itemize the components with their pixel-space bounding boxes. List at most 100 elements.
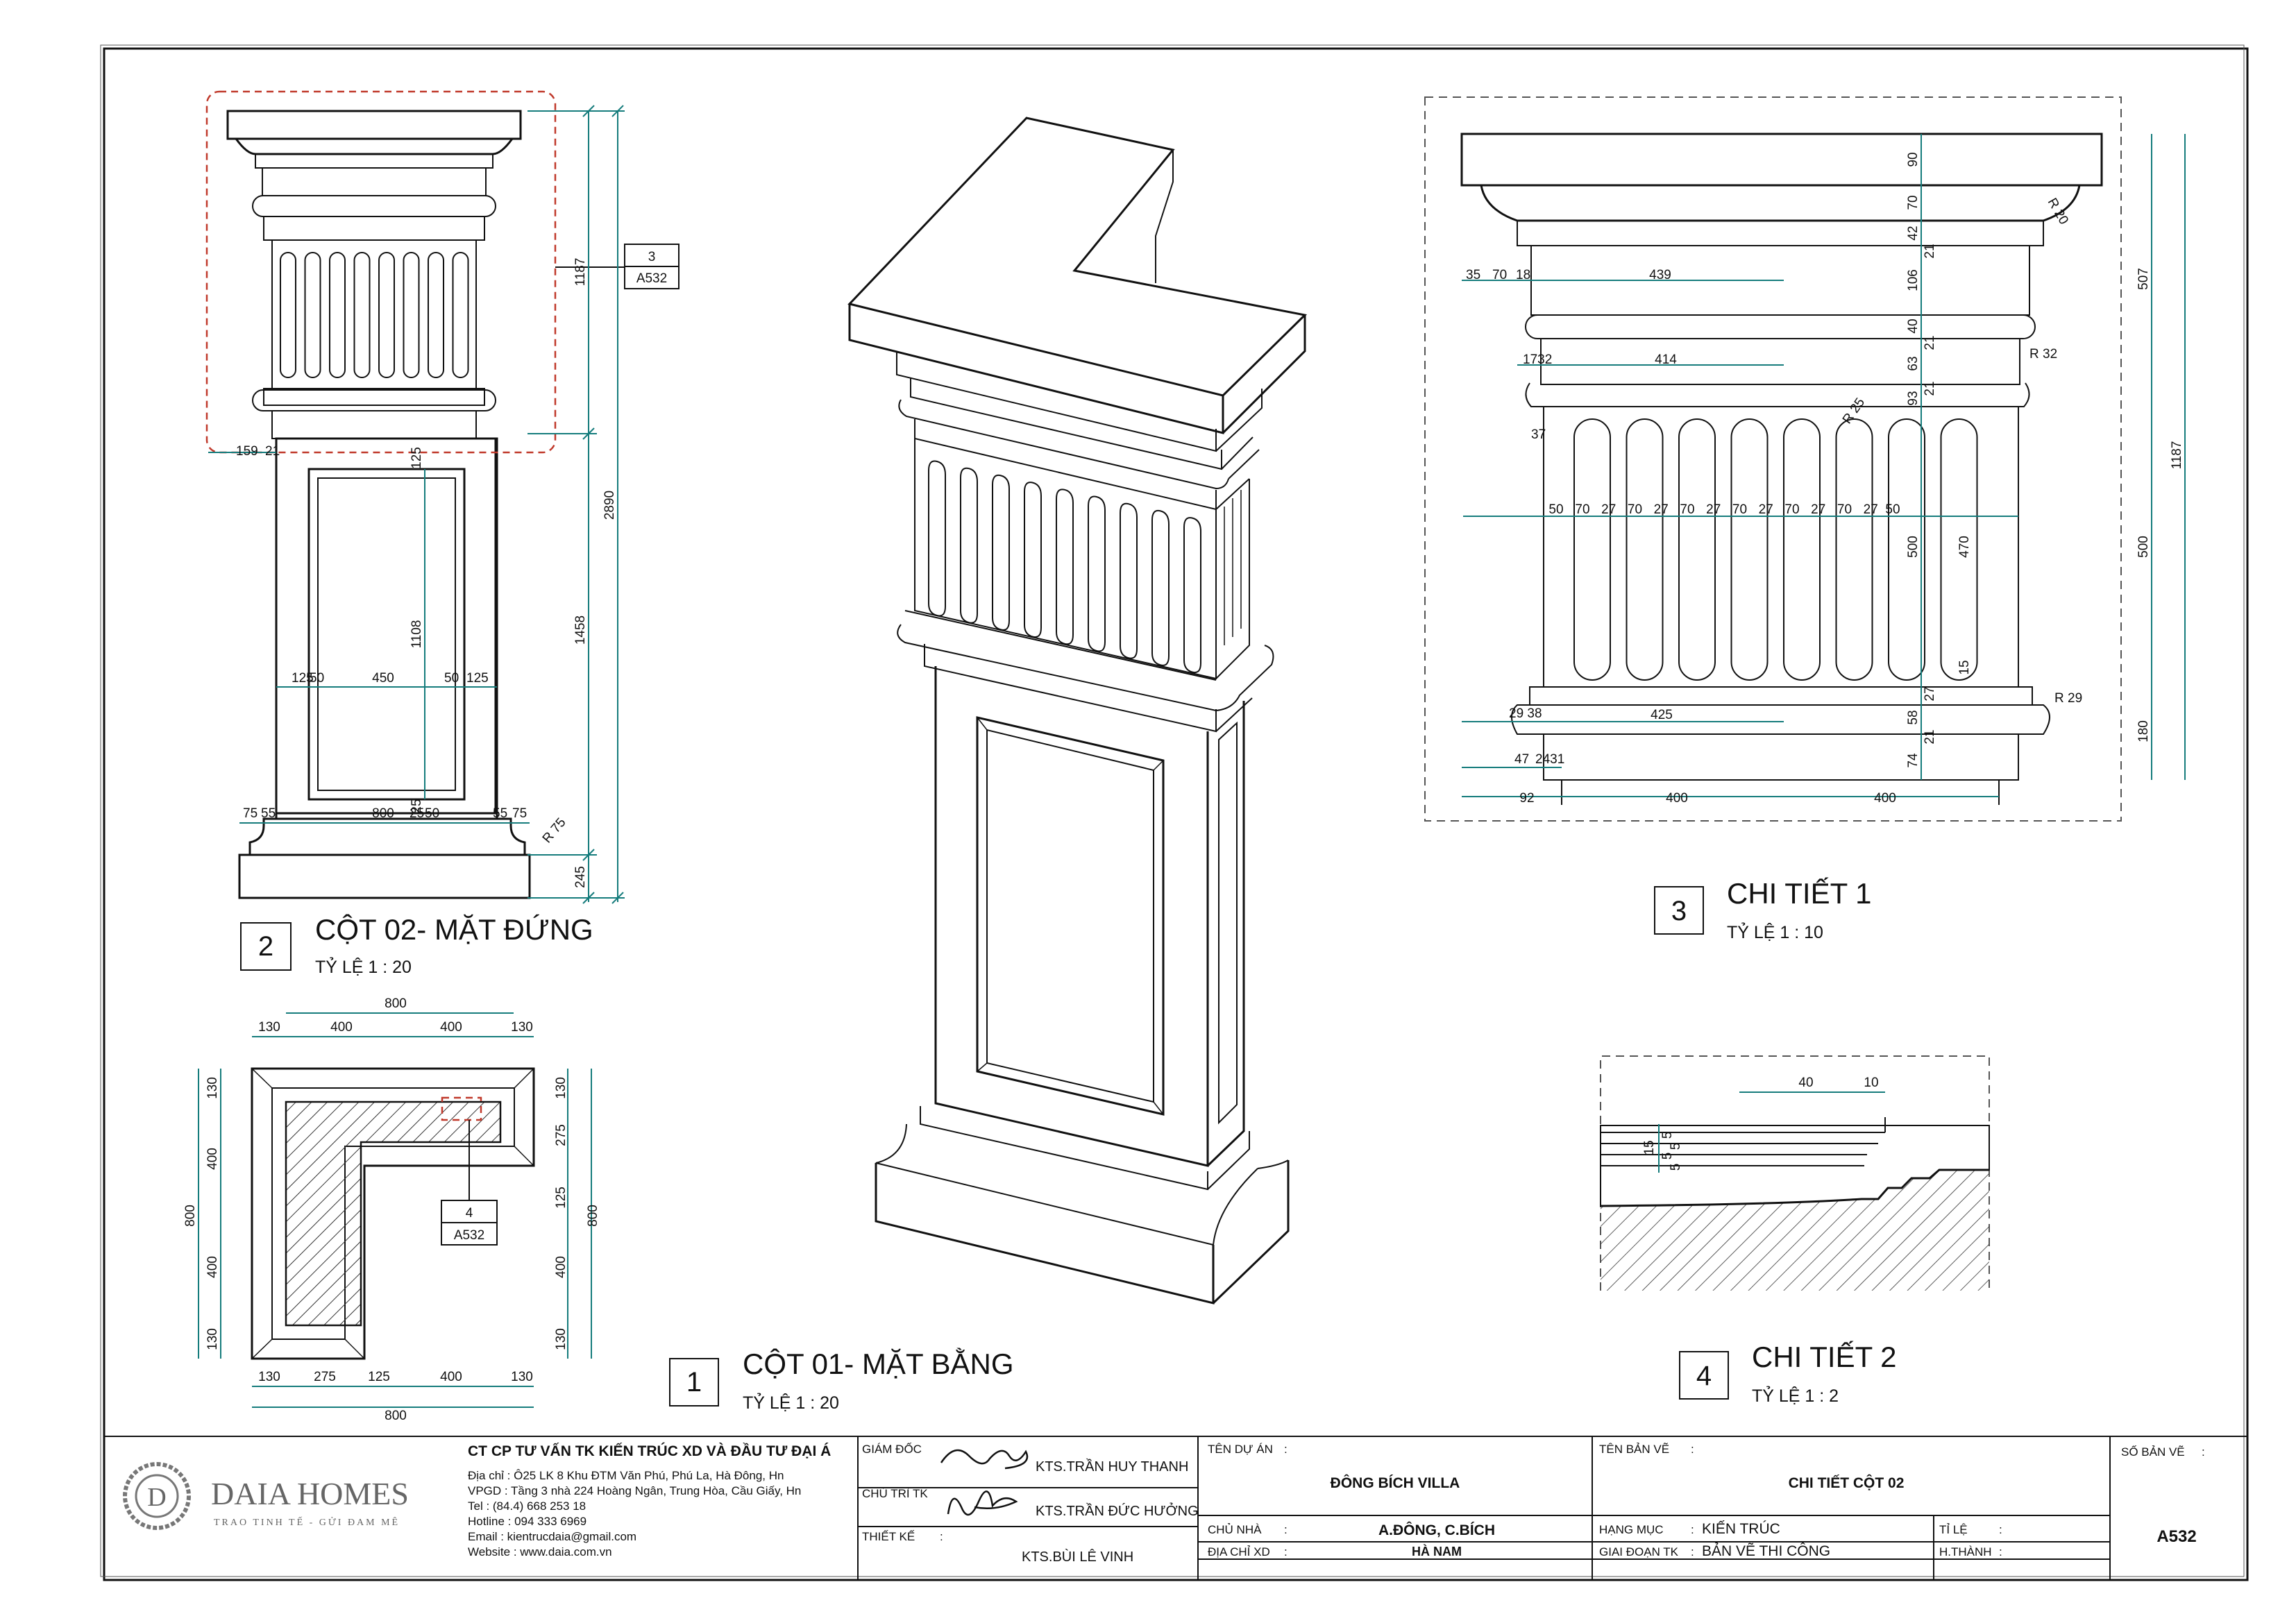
column-plan-view: 4 A532 800 130 400 400 130 130 275 125 4… <box>183 996 1014 1423</box>
view-title: CỘT 02- MẶT ĐỨNG <box>315 913 593 946</box>
dim-text: 21 <box>1923 729 1937 744</box>
flute <box>1835 418 1873 681</box>
dim-text: 55 <box>261 806 276 821</box>
dim-text: 10 <box>1864 1076 1878 1090</box>
dim-text: 93 <box>1906 391 1921 405</box>
dim-text: R 75 <box>540 815 569 846</box>
view-scale: TỶ LỆ 1 : 20 <box>315 956 412 977</box>
dim-text: 74 <box>1906 753 1921 768</box>
dim-text: 42 <box>1906 226 1921 240</box>
flute <box>1626 418 1664 681</box>
dim-text: 400 <box>205 1256 220 1278</box>
dim-text: 27 <box>1864 502 1878 517</box>
dim-text: 25 <box>410 799 424 813</box>
dim-text: 27 <box>1706 502 1721 517</box>
dim-text: 37 <box>1531 427 1546 442</box>
flute <box>1940 418 1978 681</box>
dim-text: 1187 <box>2170 441 2184 470</box>
dim-text: 125 <box>368 1370 390 1384</box>
dim-text: 130 <box>554 1077 568 1099</box>
lead-signature <box>947 1490 1018 1516</box>
dim-text: 55 <box>493 806 507 821</box>
scale-label: TỈ LỆ <box>1939 1523 1968 1536</box>
callout-sheet: A532 <box>636 271 667 286</box>
view-title: CHI TIẾT 2 <box>1752 1341 1897 1373</box>
dim-text: 425 <box>1651 708 1673 722</box>
dim-text: 1458 <box>573 615 588 645</box>
logo-emblem <box>123 1462 191 1530</box>
dim-text: 27 <box>1759 502 1773 517</box>
dim-text: 35 <box>1466 268 1480 282</box>
dim-text: 130 <box>258 1020 280 1035</box>
director-label: GIÁM ĐỐC <box>862 1442 922 1456</box>
view-number-box <box>1679 1351 1729 1400</box>
flute <box>452 252 469 378</box>
dim-text: 400 <box>440 1370 462 1384</box>
dim-text: 800 <box>372 806 394 821</box>
dim-text: 130 <box>511 1370 533 1384</box>
dim-text: 5 <box>1669 1164 1683 1171</box>
drawing-label: TÊN BẢN VẼ <box>1599 1443 1669 1456</box>
dim-text: 275 <box>554 1124 568 1146</box>
dim-text: 90 <box>1906 152 1921 167</box>
dim-text: 400 <box>330 1020 353 1035</box>
dim-text: 245 <box>573 866 588 888</box>
dim-text: 70 <box>1784 502 1799 517</box>
dim-text: 40 <box>1798 1076 1813 1090</box>
flute <box>1088 495 1106 652</box>
dim-text: 130 <box>258 1370 280 1384</box>
designer-colon: : <box>940 1530 943 1543</box>
dim-text: 70 <box>1906 195 1921 210</box>
dim-text: 106 <box>1906 269 1921 291</box>
outer-frame <box>103 47 2249 1581</box>
dim-text: 50 <box>1885 502 1900 517</box>
director-name: KTS.TRẦN HUY THANH <box>1036 1459 1188 1475</box>
view-title: CHI TIẾT 1 <box>1727 877 1872 910</box>
flute <box>378 252 395 378</box>
owner-colon: : <box>1284 1523 1288 1536</box>
company-website: Website : www.daia.com.vn <box>468 1545 612 1558</box>
column-isometric-view <box>847 117 1308 1305</box>
site-label: ĐỊA CHỈ XD <box>1208 1545 1270 1558</box>
column-elevation-view: 3 A532 1187 2890 1458 245 1108 125 25 12… <box>205 90 679 977</box>
dim-text: 40 <box>1906 318 1921 333</box>
flute <box>1730 418 1769 681</box>
dim-text: 70 <box>1492 268 1507 282</box>
dim-text: 27 <box>1811 502 1825 517</box>
designer-label: THIẾT KẾ <box>862 1530 915 1543</box>
dim-text: 47 <box>1514 752 1529 767</box>
dim-text: 500 <box>1906 536 1921 558</box>
dim-text: 800 <box>586 1205 600 1227</box>
dim-text: 21 <box>1923 381 1937 396</box>
flute <box>1024 482 1042 638</box>
drawing-name: CHI TIẾT CỘT 02 <box>1789 1475 1905 1491</box>
dim-text: 21 <box>265 444 280 459</box>
dim-text: 58 <box>1906 710 1921 724</box>
dim-text: 70 <box>1575 502 1589 517</box>
company-address: Địa chỉ : Ô25 LK 8 Khu ĐTM Văn Phú, Phú … <box>468 1469 784 1482</box>
done-label: H.THÀNH <box>1939 1545 1992 1558</box>
view-number: 3 <box>1671 896 1687 926</box>
scale-colon: : <box>1999 1523 2002 1536</box>
dim-text: 800 <box>183 1205 198 1227</box>
view-number: 1 <box>686 1367 702 1397</box>
detail-1-callout-box <box>205 90 557 454</box>
dim-text: 70 <box>1680 502 1694 517</box>
dim-text: 400 <box>554 1256 568 1278</box>
flute <box>304 252 321 378</box>
flute <box>1573 418 1611 681</box>
dim-text: 27 <box>1601 502 1616 517</box>
dim-text: 50 <box>310 671 324 686</box>
flute <box>928 460 946 617</box>
view-scale: TỶ LỆ 1 : 2 <box>1752 1385 1839 1406</box>
dim-text: 92 <box>1519 791 1534 806</box>
category-colon: : <box>1691 1523 1694 1536</box>
flute <box>1888 418 1925 681</box>
flute <box>1056 488 1074 645</box>
flute <box>1120 502 1138 659</box>
dim-text: 275 <box>314 1370 336 1384</box>
callout-number: 4 <box>466 1206 473 1221</box>
company-email: Email : kientrucdaia@gmail.com <box>468 1530 636 1543</box>
flute <box>1183 517 1201 674</box>
